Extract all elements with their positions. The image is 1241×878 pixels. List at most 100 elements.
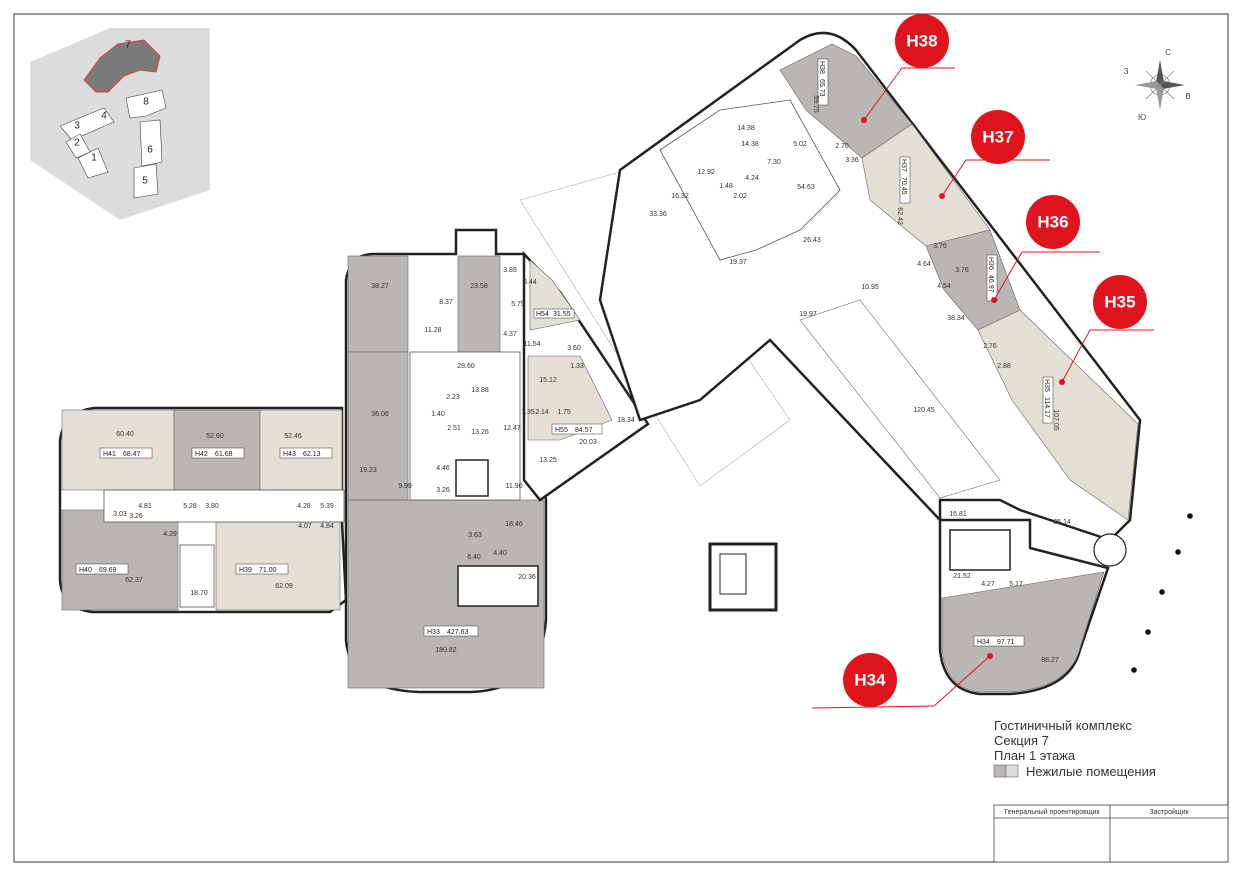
legend-line-1: Гостиничный комплекс <box>994 718 1132 733</box>
site-bollards <box>1131 513 1193 673</box>
room-area: 38.34 <box>947 315 965 322</box>
room-area: 2.70 <box>835 143 849 150</box>
room-area: 19.23 <box>359 467 377 474</box>
key-section-3-4 <box>59 107 115 141</box>
elevator-center <box>455 459 489 497</box>
room-area: 3.63 <box>468 532 482 539</box>
room-area: 21.52 <box>953 573 971 580</box>
svg-text:71.00: 71.00 <box>259 567 277 574</box>
room-area: 5.28 <box>183 503 197 510</box>
legend: Гостиничный комплекс Секция 7 План 1 эта… <box>993 718 1156 779</box>
lobby-right <box>799 299 1001 499</box>
svg-text:70.45: 70.45 <box>900 177 907 195</box>
room-area: 1.48 <box>719 183 733 190</box>
room-area: 3.76 <box>955 267 969 274</box>
svg-text:Н55: Н55 <box>555 427 568 434</box>
room-area: 1.35 <box>521 409 535 416</box>
room-area: 1.75 <box>557 409 571 416</box>
room-area: 38.27 <box>371 283 389 290</box>
svg-text:Н35: Н35 <box>1104 293 1135 312</box>
room-area: 2.76 <box>983 343 997 350</box>
stair-left <box>179 544 215 608</box>
room-area: 13.88 <box>471 387 489 394</box>
stair-center <box>457 565 539 607</box>
key-section-1 <box>77 147 109 179</box>
svg-text:65.73: 65.73 <box>818 79 825 97</box>
title-block-designer: Генеральный проектировщик <box>1004 808 1100 816</box>
room-area: 7.30 <box>767 159 781 166</box>
room-area: 2.02 <box>733 193 747 200</box>
room-area: 9.99 <box>398 483 412 490</box>
title-block: Генеральный проектировщик Застройщик <box>993 804 1229 863</box>
room-area: 54.63 <box>797 184 815 191</box>
unit-h34-fill <box>941 571 1105 693</box>
key-label-8: 8 <box>143 97 149 108</box>
room-area: 2.88 <box>997 363 1011 370</box>
room-area: 2.51 <box>447 425 461 432</box>
svg-text:Н34: Н34 <box>977 639 990 646</box>
svg-text:Н41: Н41 <box>103 451 116 458</box>
room-area: 88.27 <box>1041 657 1059 664</box>
key-label-3: 3 <box>74 121 80 132</box>
svg-text:114.17: 114.17 <box>1043 397 1050 418</box>
room-area: 13.26 <box>471 429 489 436</box>
room-area: 5.39 <box>320 503 334 510</box>
badge-h34[interactable]: Н34 <box>843 653 897 707</box>
svg-text:Н43: Н43 <box>283 451 296 458</box>
room-area: 4.29 <box>163 531 177 538</box>
room-area: 62.37 <box>125 577 143 584</box>
room-area: 4.28 <box>297 503 311 510</box>
key-label-2: 2 <box>74 138 80 149</box>
room-area: 4.54 <box>937 283 951 290</box>
room-area: 2.23 <box>446 394 460 401</box>
svg-text:69.69: 69.69 <box>99 567 117 574</box>
svg-text:Н36: Н36 <box>987 257 994 270</box>
room-area: 14.38 <box>737 125 755 132</box>
legend-swatch-light <box>1005 764 1019 778</box>
room-area: 60.40 <box>116 431 134 438</box>
room-area: 8.37 <box>439 299 453 306</box>
badge-h38[interactable]: Н38 <box>895 14 949 68</box>
room-area: 14.38 <box>741 141 759 148</box>
key-label-6: 6 <box>147 145 153 156</box>
room-area: 3.60 <box>567 345 581 352</box>
svg-text:Н37: Н37 <box>900 159 907 172</box>
svg-text:61.68: 61.68 <box>215 451 233 458</box>
room-area: 23.58 <box>470 283 488 290</box>
compass-west: З <box>1124 67 1129 76</box>
room-area: 1.33 <box>570 363 584 370</box>
unit-north-right-fill <box>457 255 501 353</box>
key-plan-background <box>30 28 210 220</box>
unit-h54-fill <box>529 259 581 331</box>
unit-tag-h37: Н37 70.45 <box>899 156 911 204</box>
room-area: 11.54 <box>524 341 541 348</box>
room-area: 4.84 <box>320 523 334 530</box>
svg-text:Н37: Н37 <box>982 128 1013 147</box>
room-area-labels: 60.40 52.60 52.46 62.37 62.09 18.70 4.81… <box>113 95 1071 664</box>
room-area: 16.32 <box>671 193 689 200</box>
room-area: 36.06 <box>371 411 389 418</box>
badge-h37[interactable]: Н37 <box>971 110 1025 164</box>
building <box>58 31 1142 696</box>
room-area: 4.37 <box>503 331 517 338</box>
room-area: 85.14 <box>1053 519 1071 526</box>
room-area: 13.25 <box>539 457 557 464</box>
svg-text:Н54: Н54 <box>536 311 549 318</box>
key-section-6 <box>139 119 163 167</box>
badge-h36[interactable]: Н36 <box>1026 195 1080 249</box>
svg-text:Н38: Н38 <box>906 32 937 51</box>
legend-line-2: Секция 7 <box>994 733 1049 748</box>
legend-swatch-dark <box>993 764 1007 778</box>
room-area: 12.47 <box>503 425 521 432</box>
room-area: 62.42 <box>896 207 903 225</box>
badge-h35[interactable]: Н35 <box>1093 275 1147 329</box>
